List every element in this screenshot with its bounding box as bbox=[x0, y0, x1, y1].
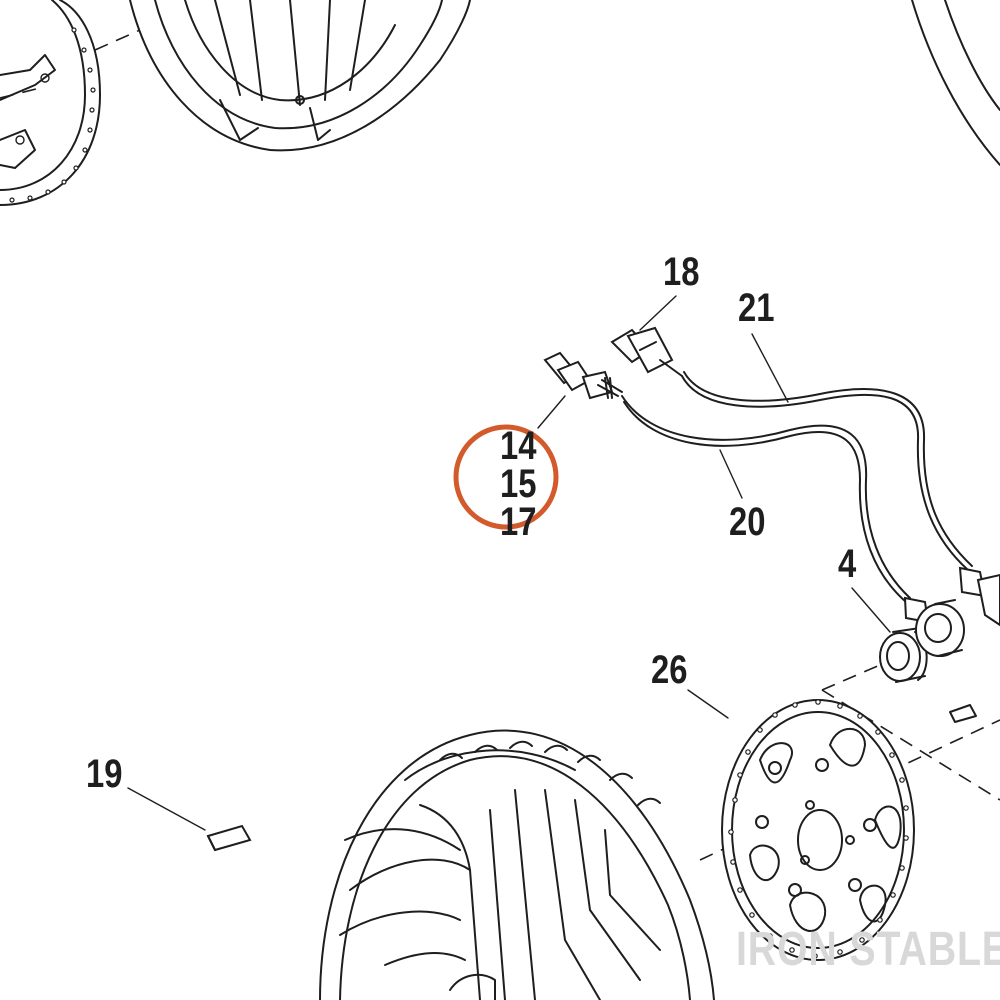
rotor-drill-holes bbox=[728, 699, 909, 959]
callout-15: 15 bbox=[500, 462, 537, 506]
callout-17: 17 bbox=[500, 502, 537, 538]
wheel-speed-sensor-part-14 bbox=[543, 351, 623, 400]
brake-rotor-part-26 bbox=[721, 699, 915, 961]
callout-18: 18 bbox=[663, 250, 700, 294]
lower-wheel bbox=[319, 729, 715, 1000]
harness-part-20 bbox=[621, 395, 911, 599]
callout-4: 4 bbox=[838, 542, 857, 586]
callout-19: 19 bbox=[86, 752, 123, 796]
upper-right-tire bbox=[911, 0, 1000, 166]
callout-20: 20 bbox=[729, 500, 766, 544]
wheel-rim-ribs bbox=[439, 740, 661, 806]
highlight-circle bbox=[453, 424, 559, 530]
callout-26: 26 bbox=[651, 648, 688, 692]
leader-lines bbox=[127, 295, 891, 831]
upper-rotor-holes bbox=[9, 27, 96, 203]
valve-cap-part-19 bbox=[206, 824, 252, 852]
callout-14: 14 bbox=[500, 424, 537, 468]
bearing-seal bbox=[915, 599, 965, 657]
callout-21: 21 bbox=[738, 286, 775, 330]
upper-wheel bbox=[94, 0, 471, 152]
watermark: IRON STABLE bbox=[736, 923, 1000, 976]
upper-brake-rotor bbox=[0, 0, 101, 206]
connector-part-18 bbox=[610, 326, 683, 377]
harness-part-21 bbox=[681, 375, 969, 571]
